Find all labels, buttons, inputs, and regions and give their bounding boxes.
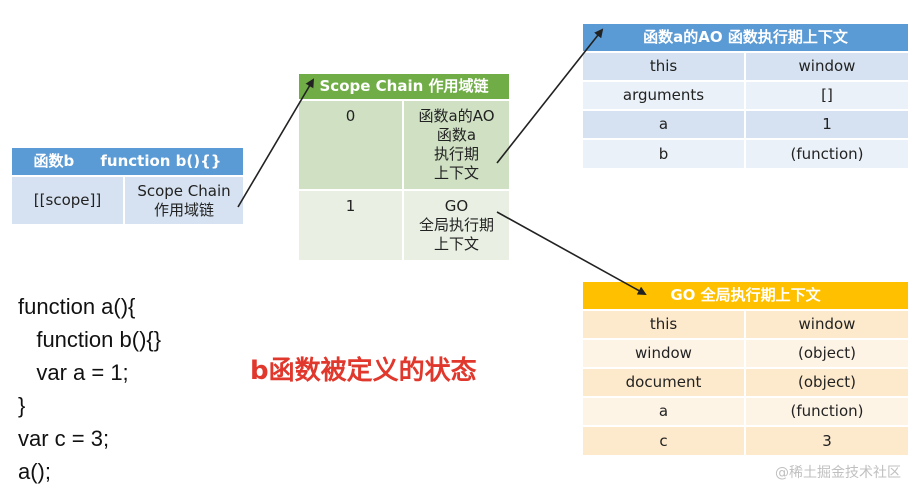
ao-title: 函数a的AO 函数执行期上下文 — [583, 22, 908, 52]
ao-table: 函数a的AO 函数执行期上下文 this window arguments []… — [583, 22, 908, 168]
go-value: (function) — [744, 396, 908, 426]
scope-chain-index-1: 1 — [299, 189, 403, 260]
ao-key: b — [583, 138, 745, 168]
arrow-scope-1-to-go — [496, 211, 647, 295]
scope-chain-ref-0-line: 函数a — [436, 126, 477, 144]
go-title: GO 全局执行期上下文 — [583, 280, 908, 310]
go-key: document — [583, 367, 745, 397]
watermark: @稀土掘金技术社区 — [775, 465, 901, 481]
ao-value: window — [744, 51, 908, 81]
go-value: window — [744, 309, 908, 339]
go-row: window (object) — [583, 338, 908, 368]
scope-chain-table: Scope Chain 作用域链 0 函数a的AO 函数a 执行期 上下文 1 … — [299, 72, 509, 260]
state-label: b函数被定义的状态 — [250, 356, 477, 386]
scope-chain-ref-1-line: GO — [444, 197, 469, 215]
scope-chain-row-1: 1 GO 全局执行期 上下文 — [299, 189, 509, 260]
scope-chain-ref-1-line: 全局执行期 — [418, 216, 494, 234]
function-b-header-code: function b(){} — [100, 152, 222, 170]
ao-row: a 1 — [583, 109, 908, 139]
go-key: window — [583, 338, 745, 368]
go-key: a — [583, 396, 745, 426]
ao-value: (function) — [744, 138, 908, 168]
scope-chain-row-0: 0 函数a的AO 函数a 执行期 上下文 — [299, 99, 509, 190]
ao-row: arguments [] — [583, 80, 908, 110]
go-value: (object) — [744, 338, 908, 368]
go-row: document (object) — [583, 367, 908, 397]
ao-header: 函数a的AO 函数执行期上下文 — [583, 22, 908, 52]
scope-chain-index-0: 0 — [299, 99, 403, 190]
go-table: GO 全局执行期上下文 this window window (object) … — [583, 280, 908, 455]
ao-key: a — [583, 109, 745, 139]
code-line: a(); — [18, 459, 51, 484]
function-b-scope-value-line2: 作用域链 — [153, 200, 214, 219]
scope-chain-ref-0-line: 上下文 — [433, 164, 479, 182]
go-row: a (function) — [583, 396, 908, 426]
code-line: function a(){ — [18, 294, 136, 319]
function-b-scope-row: [[scope]] Scope Chain 作用域链 — [12, 175, 243, 224]
scope-chain-ref-1: GO 全局执行期 上下文 — [402, 189, 509, 260]
code-snippet: function a(){ function b(){} var a = 1; … — [18, 290, 161, 488]
ao-row: this window — [583, 51, 908, 81]
ao-value: [] — [744, 80, 908, 110]
arrow-scope-0-to-ao — [496, 28, 604, 164]
function-b-header-name: 函数b — [33, 152, 75, 170]
code-line: } — [18, 393, 26, 418]
go-row: c 3 — [583, 425, 908, 455]
ao-key: arguments — [583, 80, 745, 110]
function-b-scope-key: [[scope]] — [12, 175, 124, 224]
go-key: c — [583, 425, 745, 455]
ao-value: 1 — [744, 109, 908, 139]
function-b-scope-value: Scope Chain 作用域链 — [123, 175, 243, 224]
function-b-header: 函数b function b(){} — [12, 148, 243, 176]
scope-chain-ref-0-line: 函数a的AO — [418, 107, 495, 125]
code-line: var a = 1; — [18, 360, 129, 385]
go-value: 3 — [744, 425, 908, 455]
function-b-scope-value-line1: Scope Chain — [137, 181, 231, 200]
scope-chain-ref-0: 函数a的AO 函数a 执行期 上下文 — [402, 99, 509, 190]
code-line: function b(){} — [18, 327, 162, 352]
code-line: var c = 3; — [18, 426, 110, 451]
scope-chain-title: Scope Chain 作用域链 — [299, 72, 509, 100]
scope-chain-ref-0-line: 执行期 — [433, 145, 479, 163]
scope-chain-header: Scope Chain 作用域链 — [299, 72, 509, 100]
arrow-function-b-to-scope-chain — [237, 78, 315, 208]
scope-chain-ref-1-line: 上下文 — [433, 235, 479, 253]
ao-row: b (function) — [583, 138, 908, 168]
go-header: GO 全局执行期上下文 — [583, 280, 908, 310]
ao-key: this — [583, 51, 745, 81]
go-value: (object) — [744, 367, 908, 397]
function-b-table: 函数b function b(){} [[scope]] Scope Chain… — [12, 148, 243, 224]
go-key: this — [583, 309, 745, 339]
go-row: this window — [583, 309, 908, 339]
